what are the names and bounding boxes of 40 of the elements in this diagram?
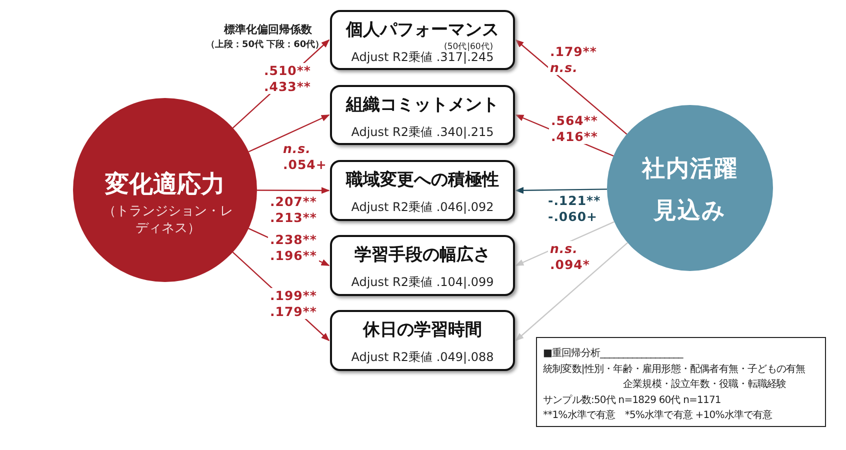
arrow xyxy=(248,114,330,152)
arrow xyxy=(257,187,330,194)
r2-value-text: Adjust R2乗値 .317|.245 xyxy=(350,50,495,66)
edge-label: .207** .213** xyxy=(268,194,319,226)
box-title: 組織コミットメント xyxy=(344,94,500,116)
result-box xyxy=(330,10,515,70)
edge-label: .238** .196** xyxy=(268,232,319,264)
arrow xyxy=(515,39,628,135)
annotation-text: 標準化偏回帰係数 xyxy=(224,22,312,37)
r2-value-text: Adjust R2乗値 .049|.088 xyxy=(350,349,495,366)
edge-label: .179** n.s. xyxy=(548,44,599,76)
arrow xyxy=(515,242,628,342)
note-text: 企業規模・設立年数・役職・転職経験 xyxy=(622,378,788,392)
note-text: ■重回帰分析__________________ xyxy=(543,346,684,361)
circle-subtitle: （トランジション・レディネス） xyxy=(102,203,234,237)
result-box xyxy=(330,310,515,371)
column-header: (50代|60代) xyxy=(444,41,494,52)
note-box xyxy=(536,337,826,427)
box-title: 職域変更への積極性 xyxy=(344,169,500,191)
arrow xyxy=(515,187,608,194)
r2-value-text: Adjust R2乗値 .340|.215 xyxy=(350,124,495,141)
note-text: サンプル数:50代 n=1829 60代 n=1171 xyxy=(543,394,722,408)
box-title: 休日の学習時間 xyxy=(362,319,483,341)
edge-label: n.s. .094* xyxy=(548,241,592,272)
circle-title: 社内活躍見込み xyxy=(642,155,738,226)
note-text: **1%水準で有意 *5%水準で有意 +10%水準で有意 xyxy=(543,408,774,423)
edge-label: -.121** -.060+ xyxy=(546,193,603,224)
edge-label: .564** .416** xyxy=(549,113,600,144)
result-box xyxy=(330,235,515,296)
box-title: 個人パフォーマンス xyxy=(344,19,500,41)
edge-label: .199** .179** xyxy=(268,288,319,320)
note-text: 統制変数|性別・年齢・雇用形態・配偶者有無・子どもの有無 xyxy=(543,362,806,376)
box-title: 学習手段の幅広さ xyxy=(354,244,492,266)
r2-value-text: Adjust R2乗値 .104|.099 xyxy=(350,274,495,291)
edge-label: .510** .433** xyxy=(262,63,313,94)
annotation-text: （上段：50代 下段：60代） xyxy=(206,38,324,51)
circle-title: 変化適応力 xyxy=(104,169,226,200)
r2-value-text: Adjust R2乗値 .046|.092 xyxy=(350,199,495,216)
result-box xyxy=(330,85,515,145)
result-box xyxy=(330,160,515,221)
